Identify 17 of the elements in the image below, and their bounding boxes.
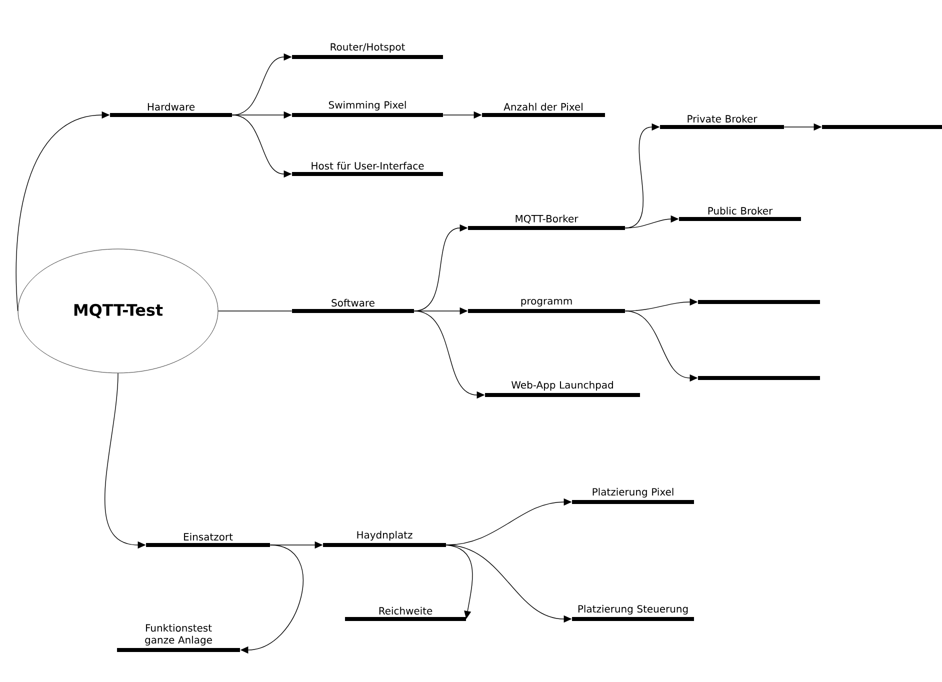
topic-line: Platzierung Pixel — [572, 488, 694, 504]
topic-line: Private Broker — [660, 114, 784, 129]
topic-line: Hardware — [110, 102, 232, 117]
topic-line: programm — [468, 298, 625, 313]
topic-line: MQTT-Borker — [468, 214, 625, 230]
topic-line: Anzahl der Pixel — [482, 102, 605, 117]
topic-line: Swimming Pixel — [292, 100, 443, 117]
topic-line: Web-App Launchpad — [485, 380, 640, 397]
topic-line: Router/Hotspot — [292, 43, 443, 59]
topic-line: Funktionstest ganze Anlage — [117, 624, 240, 652]
topic-line: Haydnplatz — [323, 530, 446, 547]
topic-line: Reichweite — [345, 606, 466, 621]
topic-line: Software — [292, 298, 414, 313]
topic-line: Einsatzort — [146, 532, 270, 547]
topic-line: Platzierung Steuerung — [572, 604, 694, 621]
topic-line: Host für User-Interface — [292, 162, 443, 176]
topic-line: Public Broker — [679, 206, 801, 221]
